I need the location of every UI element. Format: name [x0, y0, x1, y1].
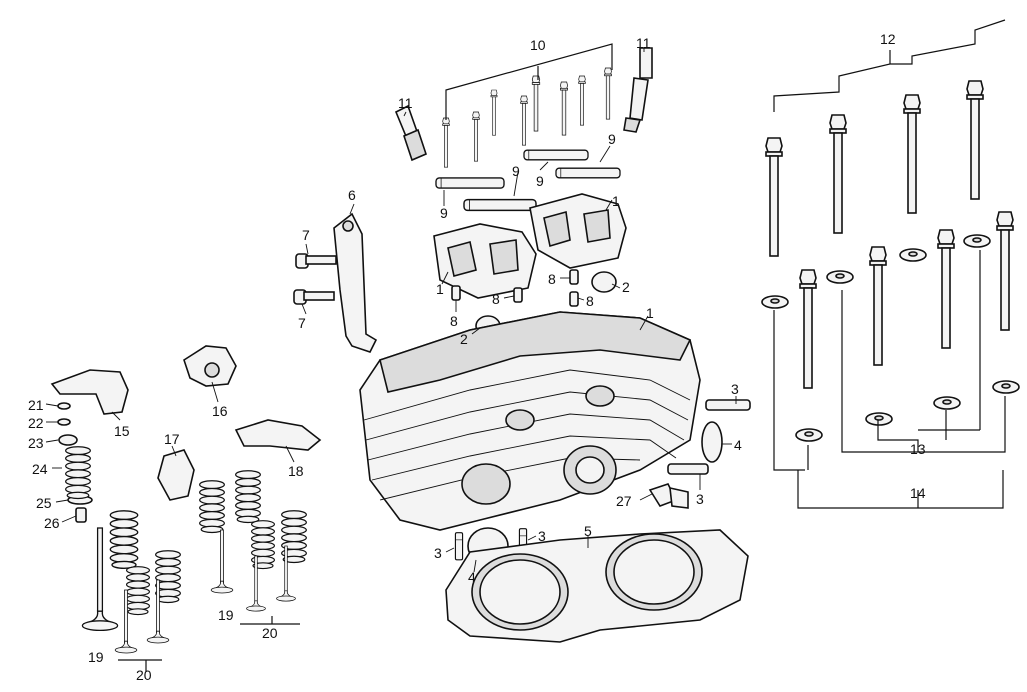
callout-7b: 7 [298, 315, 306, 331]
callout-2b: 2 [460, 331, 468, 347]
callout-11b: 11 [636, 35, 651, 51]
callout-27: 27 [616, 493, 632, 509]
rocker-arm-16 [183, 345, 237, 387]
callout-9a: 9 [440, 205, 448, 221]
rocker-arm-18 [234, 419, 322, 451]
callout-16: 16 [212, 403, 228, 419]
callout-9c: 9 [536, 173, 544, 189]
rocker-carrier-left [433, 223, 537, 299]
callout-1b: 1 [646, 305, 654, 321]
callout-13: 13 [910, 441, 926, 457]
callout-2a: 2 [622, 279, 630, 295]
spark-plug-left [394, 104, 427, 162]
callout-labels: 1 1 1 2 2 3 3 3 3 4 4 5 6 7 7 8 8 8 8 9 … [28, 31, 926, 683]
callout-11a: 11 [398, 95, 413, 111]
callout-22: 22 [28, 415, 44, 431]
callout-10: 10 [530, 37, 546, 53]
leader-lines [45, 48, 737, 573]
tensioner-bolts [293, 253, 337, 305]
tensioner-arm [333, 212, 378, 353]
callout-8c: 8 [548, 271, 556, 287]
callout-9b: 9 [512, 163, 520, 179]
callout-8d: 8 [586, 293, 594, 309]
callout-1c: 1 [436, 281, 444, 297]
rocker-carrier-right [529, 193, 627, 269]
callout-20a: 20 [136, 667, 152, 683]
cylinder-head [359, 311, 701, 531]
callout-12: 12 [880, 31, 896, 47]
callout-15: 15 [114, 423, 130, 439]
rocker-arm-17 [157, 449, 195, 501]
callout-4b: 4 [468, 569, 476, 585]
callout-23: 23 [28, 435, 44, 451]
callout-8a: 8 [450, 313, 458, 329]
callout-3a: 3 [731, 381, 739, 397]
callout-24: 24 [32, 461, 48, 477]
callout-19a: 19 [88, 649, 104, 665]
callout-9d: 9 [608, 131, 616, 147]
spark-plug-right [623, 47, 653, 133]
rocker-arm-15 [50, 369, 129, 415]
callout-3c: 3 [434, 545, 442, 561]
callout-3d: 3 [538, 528, 546, 544]
callout-26: 26 [44, 515, 60, 531]
callout-7a: 7 [302, 227, 310, 243]
callout-14: 14 [910, 485, 926, 501]
callout-19b: 19 [218, 607, 234, 623]
callout-20b: 20 [262, 625, 278, 641]
callout-6: 6 [348, 187, 356, 203]
callout-1a: 1 [612, 193, 620, 209]
callout-8b: 8 [492, 291, 500, 307]
callout-21: 21 [28, 397, 44, 413]
callout-3b: 3 [696, 491, 704, 507]
callout-4a: 4 [734, 437, 742, 453]
callout-25: 25 [36, 495, 52, 511]
callout-17: 17 [164, 431, 180, 447]
callout-5: 5 [584, 523, 592, 539]
callout-18: 18 [288, 463, 304, 479]
head-gasket [445, 529, 749, 643]
